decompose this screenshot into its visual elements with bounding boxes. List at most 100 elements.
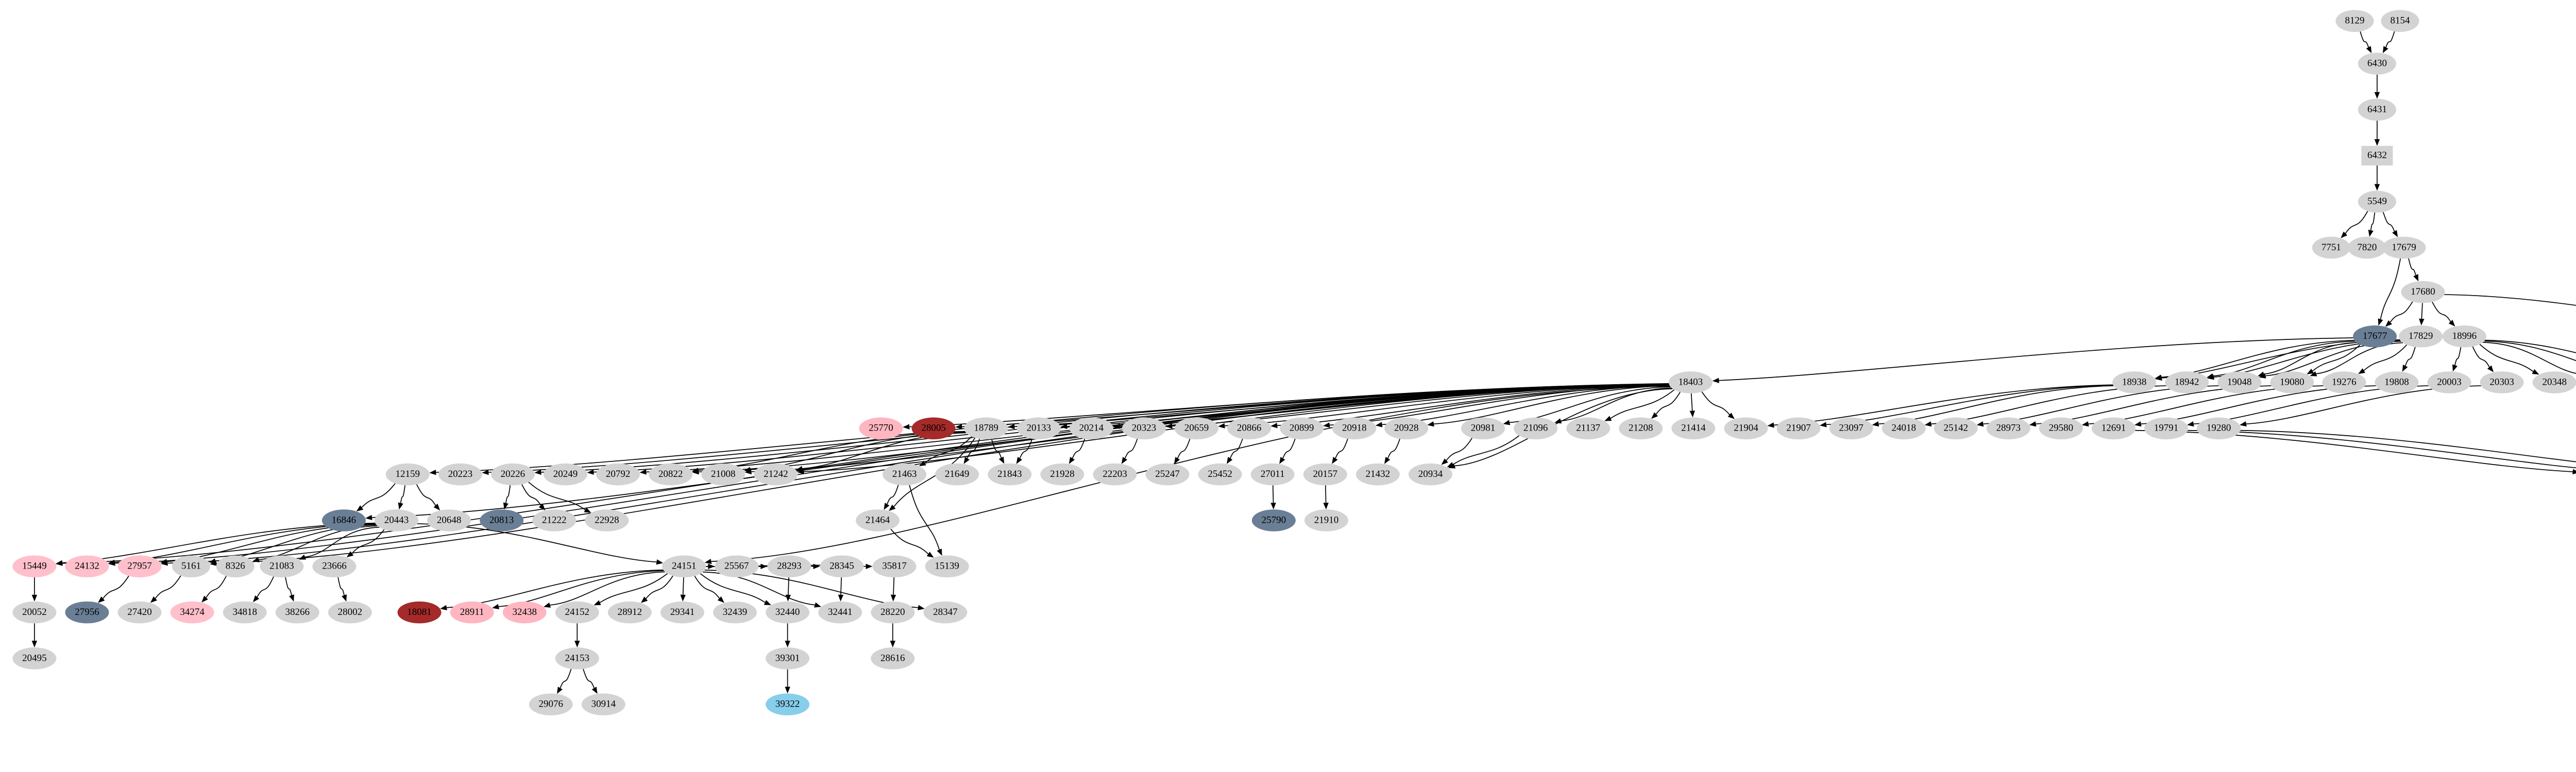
node-ellipse-shape[interactable] xyxy=(65,601,109,624)
node-ellipse-shape[interactable] xyxy=(766,693,810,716)
graph-node[interactable]: 32439 xyxy=(713,601,757,624)
graph-node[interactable]: 5161 xyxy=(172,555,211,578)
graph-node[interactable]: 19048 xyxy=(2217,371,2262,393)
graph-node[interactable]: 34818 xyxy=(223,601,267,624)
node-ellipse-shape[interactable] xyxy=(1227,417,1272,440)
graph-node[interactable]: 23666 xyxy=(312,555,357,578)
node-ellipse-shape[interactable] xyxy=(1514,417,1558,440)
graph-node[interactable]: 34274 xyxy=(170,601,214,624)
node-ellipse-shape[interactable] xyxy=(65,555,109,578)
node-ellipse-shape[interactable] xyxy=(375,509,419,531)
graph-node[interactable]: 21096 xyxy=(1514,417,1558,440)
node-ellipse-shape[interactable] xyxy=(223,601,267,624)
graph-node[interactable]: 18942 xyxy=(2165,371,2209,393)
node-ellipse-shape[interactable] xyxy=(2381,10,2419,32)
graph-node[interactable]: 17677 xyxy=(2353,325,2397,348)
node-ellipse-shape[interactable] xyxy=(1668,371,1713,393)
node-ellipse-shape[interactable] xyxy=(555,601,599,624)
node-ellipse-shape[interactable] xyxy=(925,555,969,578)
graph-node[interactable]: 19791 xyxy=(2144,417,2189,440)
graph-node[interactable]: 25142 xyxy=(1934,417,1978,440)
graph-node[interactable]: 20052 xyxy=(12,601,57,624)
graph-node[interactable]: 21414 xyxy=(1671,417,1716,440)
graph-node[interactable]: 6432 xyxy=(2361,146,2393,166)
graph-node[interactable]: 20323 xyxy=(1122,417,1166,440)
graph-node[interactable]: 21649 xyxy=(935,463,979,486)
node-ellipse-shape[interactable] xyxy=(1304,509,1348,531)
node-ellipse-shape[interactable] xyxy=(871,601,915,624)
node-ellipse-shape[interactable] xyxy=(529,693,573,716)
node-ellipse-shape[interactable] xyxy=(12,647,57,670)
graph-node[interactable]: 20866 xyxy=(1227,417,1272,440)
graph-node[interactable]: 24153 xyxy=(555,647,599,670)
graph-node[interactable]: 17829 xyxy=(2399,325,2443,348)
graph-node[interactable]: 28345 xyxy=(820,555,864,578)
graph-node[interactable]: 21222 xyxy=(532,509,577,531)
graph-node[interactable]: 20822 xyxy=(649,463,693,486)
graph-node[interactable]: 28347 xyxy=(923,601,968,624)
graph-node[interactable]: 18403 xyxy=(1668,371,1713,393)
graph-node[interactable]: 28005 xyxy=(911,417,956,440)
graph-node[interactable]: 20157 xyxy=(1303,463,1347,486)
graph-node[interactable]: 32438 xyxy=(502,601,547,624)
node-ellipse-shape[interactable] xyxy=(596,463,640,486)
node-ellipse-shape[interactable] xyxy=(2348,236,2386,259)
node-ellipse-shape[interactable] xyxy=(767,555,811,578)
node-ellipse-shape[interactable] xyxy=(1408,463,1452,486)
graph-node[interactable]: 12691 xyxy=(2091,417,2136,440)
graph-node[interactable]: 25770 xyxy=(859,417,903,440)
graph-node[interactable]: 20659 xyxy=(1174,417,1218,440)
graph-node[interactable]: 28293 xyxy=(767,555,811,578)
graph-node[interactable]: 27011 xyxy=(1250,463,1295,486)
graph-node[interactable]: 6431 xyxy=(2358,98,2397,121)
node-ellipse-shape[interactable] xyxy=(12,555,57,578)
node-ellipse-shape[interactable] xyxy=(2375,371,2419,393)
node-ellipse-shape[interactable] xyxy=(117,601,162,624)
node-ellipse-shape[interactable] xyxy=(820,555,864,578)
node-ellipse-shape[interactable] xyxy=(1040,463,1084,486)
graph-node[interactable]: 28220 xyxy=(871,601,915,624)
graph-node[interactable]: 16846 xyxy=(321,509,366,531)
graph-node[interactable]: 21242 xyxy=(754,463,798,486)
node-ellipse-shape[interactable] xyxy=(701,463,745,486)
graph-node[interactable]: 21083 xyxy=(260,555,304,578)
graph-node[interactable]: 21843 xyxy=(988,463,1032,486)
node-ellipse-shape[interactable] xyxy=(1122,417,1166,440)
node-ellipse-shape[interactable] xyxy=(1198,463,1242,486)
node-ellipse-shape[interactable] xyxy=(1355,463,1400,486)
graph-node[interactable]: 25567 xyxy=(715,555,759,578)
graph-node[interactable]: 12159 xyxy=(385,463,430,486)
graph-node[interactable]: 8129 xyxy=(2335,10,2374,32)
node-ellipse-shape[interactable] xyxy=(2399,325,2443,348)
graph-node[interactable]: 20348 xyxy=(2532,371,2576,393)
graph-node[interactable]: 20133 xyxy=(1016,417,1061,440)
node-ellipse-shape[interactable] xyxy=(2382,236,2426,259)
graph-node[interactable]: 20443 xyxy=(375,509,419,531)
node-ellipse-shape[interactable] xyxy=(170,601,214,624)
graph-node[interactable]: 18996 xyxy=(2442,325,2486,348)
node-ellipse-shape[interactable] xyxy=(1934,417,1978,440)
graph-node[interactable]: 29580 xyxy=(2039,417,2083,440)
graph-node[interactable]: 39301 xyxy=(766,647,810,670)
node-ellipse-shape[interactable] xyxy=(2322,371,2366,393)
graph-node[interactable]: 20648 xyxy=(427,509,471,531)
node-ellipse-shape[interactable] xyxy=(1093,463,1137,486)
node-ellipse-shape[interactable] xyxy=(715,555,759,578)
graph-node[interactable]: 24132 xyxy=(65,555,109,578)
node-ellipse-shape[interactable] xyxy=(872,555,917,578)
node-ellipse-shape[interactable] xyxy=(1303,463,1347,486)
graph-node[interactable]: 17679 xyxy=(2382,236,2426,259)
graph-node[interactable]: 21907 xyxy=(1776,417,1821,440)
graph-node[interactable]: 20226 xyxy=(490,463,535,486)
graph-node[interactable]: 24018 xyxy=(1882,417,1926,440)
node-ellipse-shape[interactable] xyxy=(1671,417,1716,440)
node-ellipse-shape[interactable] xyxy=(490,463,535,486)
graph-node[interactable]: 39322 xyxy=(766,693,810,716)
node-ellipse-shape[interactable] xyxy=(2532,371,2576,393)
node-ellipse-shape[interactable] xyxy=(1251,509,1296,531)
graph-node[interactable]: 27956 xyxy=(65,601,109,624)
node-ellipse-shape[interactable] xyxy=(1882,417,1926,440)
graph-node[interactable]: 20899 xyxy=(1280,417,1324,440)
node-ellipse-shape[interactable] xyxy=(1986,417,2030,440)
graph-node[interactable]: 28911 xyxy=(450,601,494,624)
